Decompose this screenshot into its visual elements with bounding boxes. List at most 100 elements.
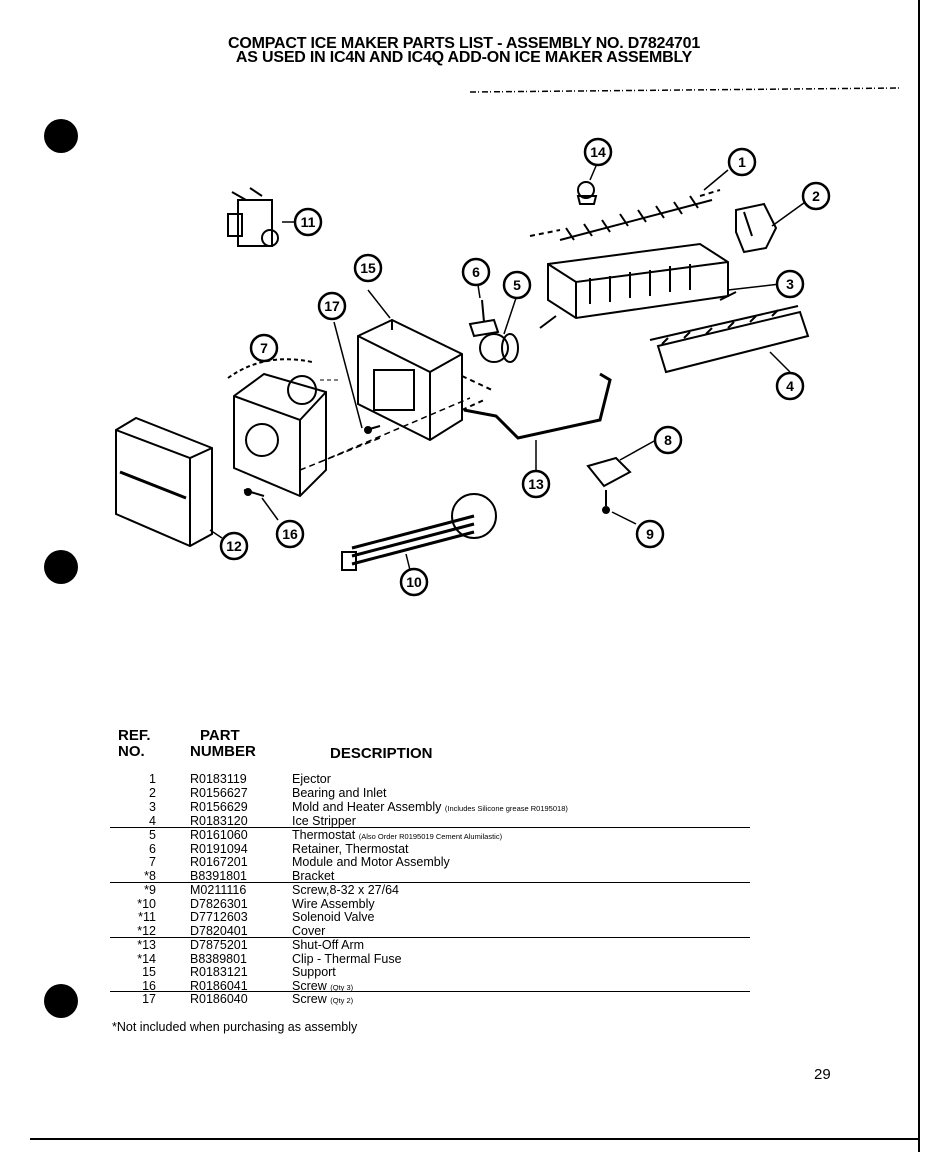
description: Thermostat (Also Order R0195019 Cement A…	[292, 828, 503, 842]
callout-label: 2	[812, 188, 820, 204]
page-subtitle: AS USED IN IC4N AND IC4Q ADD-ON ICE MAKE…	[235, 49, 693, 66]
page-title: COMPACT ICE MAKER PARTS LIST - ASSEMBLY …	[227, 35, 701, 52]
screw-16-drawing	[243, 488, 265, 497]
description: Wire Assembly	[292, 897, 375, 911]
callout-label: 7	[260, 340, 268, 356]
screw-9-drawing	[602, 490, 610, 514]
description: Screw (Qty 3)	[292, 979, 354, 993]
exploded-parts-diagram: 1 2 3 4 5 6 7 8 9 10 11 12 13 14 15 16 1…	[115, 87, 901, 597]
header-ref-line2: NO.	[118, 743, 145, 760]
part-number: R0186040	[190, 992, 248, 1006]
callout-1: 1	[727, 147, 757, 177]
part-number: R0161060	[190, 828, 248, 842]
callout-5: 5	[502, 270, 532, 300]
callout-4: 4	[775, 371, 805, 401]
header-ref-line1: REF.	[118, 727, 151, 744]
ejector-drawing	[529, 189, 721, 241]
part-number: R0183119	[190, 772, 247, 786]
part-number: D7826301	[190, 897, 248, 911]
callout-16: 16	[275, 519, 305, 549]
description-note: (Includes Silicone grease R0195018)	[444, 804, 568, 813]
retainer-drawing	[468, 299, 500, 338]
callout-3: 3	[775, 269, 805, 299]
header-description: DESCRIPTION	[330, 745, 433, 762]
ref-no: *12	[137, 924, 156, 938]
bearing-inlet-drawing	[735, 202, 778, 254]
callout-17: 17	[317, 291, 347, 321]
bracket-drawing	[586, 456, 632, 488]
description: Screw,8-32 x 27/64	[292, 883, 400, 897]
callout-10: 10	[399, 567, 429, 597]
wire-assembly-drawing	[341, 493, 497, 571]
clip-thermal-fuse-drawing	[576, 181, 598, 205]
row-divider	[110, 827, 750, 828]
page-number: 29	[814, 1066, 831, 1083]
table-row: *9 M0211116 Screw,8-32 x 27/64	[0, 883, 928, 897]
ref-no: *10	[137, 897, 156, 911]
description-note: (Also Order R0195019 Cement Alumilastic)	[358, 832, 503, 841]
part-number: B8391801	[190, 869, 248, 883]
thermostat-drawing	[479, 333, 519, 363]
header-part-line1: PART	[200, 727, 240, 744]
ref-no: *9	[144, 883, 156, 897]
ref-no: 5	[149, 828, 156, 842]
page-border-bottom	[30, 1138, 920, 1140]
part-number: M0211116	[190, 883, 247, 897]
description: Module and Motor Assembly	[292, 855, 450, 869]
callout-label: 4	[786, 378, 794, 394]
ice-stripper-drawing	[649, 305, 810, 374]
callout-label: 9	[646, 526, 654, 542]
callout-label: 3	[786, 276, 794, 292]
callout-12: 12	[219, 531, 249, 561]
punch-hole	[44, 119, 78, 153]
part-number: R0167201	[190, 855, 248, 869]
callout-label: 15	[360, 260, 376, 276]
ref-no: 16	[142, 979, 156, 993]
part-number: R0156629	[190, 800, 248, 814]
part-number: D7875201	[190, 938, 248, 952]
part-number: R0156627	[190, 786, 248, 800]
callout-9: 9	[635, 519, 665, 549]
callout-13: 13	[521, 469, 551, 499]
row-divider	[110, 991, 750, 992]
callout-label: 12	[226, 538, 242, 554]
ref-no: 3	[149, 800, 156, 814]
callout-label: 17	[324, 298, 340, 314]
mold-heater-drawing	[539, 242, 737, 329]
description: Mold and Heater Assembly (Includes Silic…	[292, 800, 568, 814]
callout-label: 14	[590, 144, 606, 160]
shut-off-arm-drawing	[463, 372, 612, 440]
ref-no: 2	[149, 786, 156, 800]
description: Cover	[292, 924, 326, 938]
support-drawing	[357, 318, 493, 442]
ref-no: 6	[149, 842, 156, 856]
description: Shut-Off Arm	[292, 938, 365, 952]
description: Bracket	[292, 869, 335, 883]
row-divider	[110, 937, 750, 938]
punch-hole	[44, 984, 78, 1018]
description: Support	[292, 965, 336, 979]
description: Clip - Thermal Fuse	[292, 952, 402, 966]
part-number: R0183121	[190, 965, 248, 979]
ref-no: 1	[149, 772, 156, 786]
description-note: (Qty 2)	[330, 996, 354, 1005]
description: Screw (Qty 2)	[292, 992, 354, 1006]
description-note: (Qty 3)	[330, 983, 354, 992]
table-row: 16 R0186041 Screw (Qty 3)	[0, 979, 928, 993]
table-row: *10 D7826301 Wire Assembly	[0, 897, 928, 911]
description: Ice Stripper	[292, 814, 356, 828]
callouts: 1 2 3 4 5 6 7 8 9 10 11 12 13 14 15 16 1…	[219, 137, 831, 597]
callout-label: 1	[738, 154, 746, 170]
description: Retainer, Thermostat	[292, 842, 409, 856]
callout-15: 15	[353, 253, 383, 283]
part-number: R0186041	[190, 979, 248, 993]
